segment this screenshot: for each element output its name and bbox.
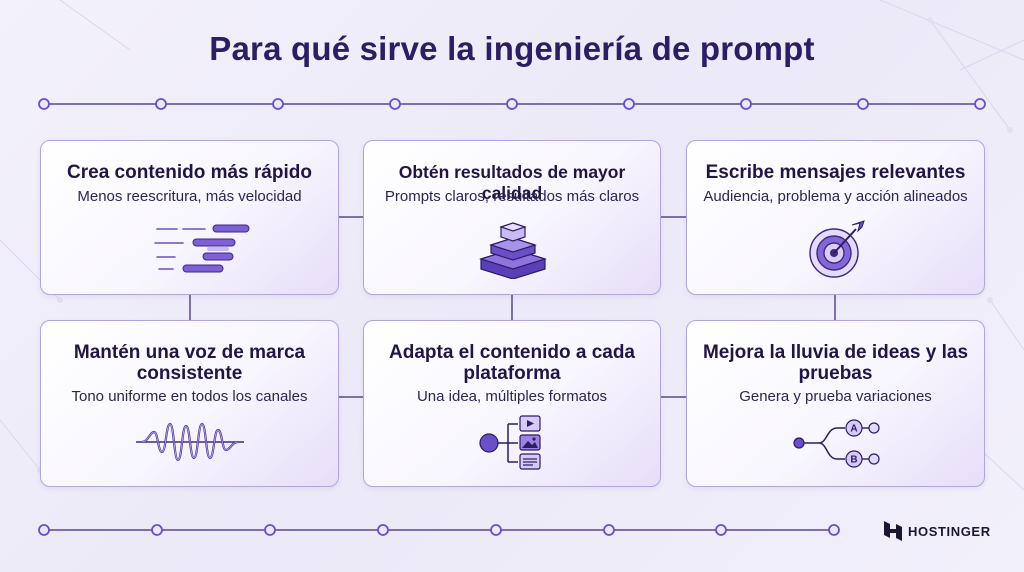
stacked-layers-icon <box>478 222 548 279</box>
card-title: Obtén resultados de mayor calidad <box>398 162 626 203</box>
card-adapt-to-platform: Adapta el contenido a cada plataforma Un… <box>363 320 661 487</box>
card-create-content-faster: Crea contenido más rápido Menos reescrit… <box>40 140 339 295</box>
card-subtitle: Audiencia, problema y acción alineados <box>703 188 968 205</box>
option-a-label: A <box>850 424 857 435</box>
speed-lines-icon <box>154 224 250 273</box>
option-b-label: B <box>850 455 857 466</box>
ab-test-icon: A B <box>793 419 880 468</box>
card-relevant-messages: Escribe mensajes relevantes Audiencia, p… <box>686 140 985 295</box>
card-subtitle: Tono uniforme en todos los canales <box>71 388 308 405</box>
waveform-icon <box>136 422 244 462</box>
page-title: Para qué sirve la ingeniería de prompt <box>209 30 815 67</box>
target-icon <box>809 220 865 278</box>
hostinger-h-icon <box>884 521 902 541</box>
card-brainstorm-and-test: Mejora la lluvia de ideas y las pruebas … <box>686 320 985 487</box>
card-subtitle: Prompts claros, resultados más claros <box>384 188 640 205</box>
card-subtitle: Menos reescritura, más velocidad <box>77 188 302 205</box>
card-higher-quality-results: Obtén resultados de mayor calidad Prompt… <box>363 140 661 295</box>
card-title: Mantén una voz de marca consistente <box>73 342 306 384</box>
hostinger-logo: HOSTINGER <box>884 520 991 542</box>
multi-format-icon <box>479 415 541 470</box>
card-subtitle: Genera y prueba variaciones <box>739 388 932 405</box>
card-title: Crea contenido más rápido <box>67 162 312 183</box>
brand-name: HOSTINGER <box>908 523 991 539</box>
card-consistent-brand-voice: Mantén una voz de marca consistente Tono… <box>40 320 339 487</box>
card-title: Escribe mensajes relevantes <box>705 162 966 183</box>
card-title: Adapta el contenido a cada plataforma <box>389 342 635 384</box>
card-title: Mejora la lluvia de ideas y las pruebas <box>702 342 969 384</box>
card-subtitle: Una idea, múltiples formatos <box>416 388 608 405</box>
